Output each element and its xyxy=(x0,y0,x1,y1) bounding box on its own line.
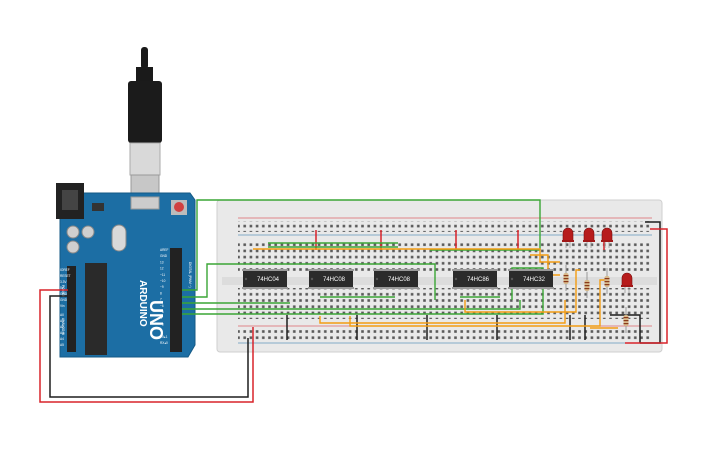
pin-label: AREF xyxy=(160,248,169,252)
pin-label: A3 xyxy=(60,331,64,335)
led-led1[interactable] xyxy=(562,227,574,248)
pin-label: 7 xyxy=(160,298,162,302)
resistors xyxy=(563,265,629,333)
chip-label: 74HC86 xyxy=(467,277,490,283)
led-led3[interactable] xyxy=(601,227,613,248)
resistor-r4[interactable] xyxy=(623,307,629,333)
pin-label: GND xyxy=(160,254,168,258)
board-model: UNO xyxy=(146,300,166,340)
pin-label: ~9 xyxy=(160,285,164,289)
pin-label: Vin xyxy=(60,304,65,308)
pin-label: GND xyxy=(60,292,68,296)
pin-label: ~3 xyxy=(160,322,164,326)
usb-cable xyxy=(128,47,162,198)
chip-u5[interactable]: 74HC32 xyxy=(508,269,554,289)
chip-u1[interactable]: 74HC04 xyxy=(242,269,288,289)
pin-label: A0 xyxy=(60,313,64,317)
pin-label: IOREF xyxy=(60,268,70,272)
usb-port xyxy=(130,196,160,210)
resistor-r2[interactable] xyxy=(584,272,590,298)
resistor-r1[interactable] xyxy=(563,265,569,291)
led-led4[interactable] xyxy=(621,272,633,293)
pin-label: TX▸1 xyxy=(160,335,168,339)
digital-header-label: DIGITAL (PWM ~) xyxy=(188,262,192,288)
chip-u2[interactable]: 74HC08 xyxy=(308,269,354,289)
atmega-chip xyxy=(85,263,107,355)
pin-label: 4 xyxy=(160,316,162,320)
power-pin-labels: IOREF RESET 3.3V 5V GND GND Vin xyxy=(60,268,71,308)
analog-header-label: ANALOG IN xyxy=(61,318,65,336)
chip-label: 74HC32 xyxy=(523,277,546,283)
power-header-label: POWER xyxy=(61,285,65,298)
pin-label: 8 xyxy=(160,291,162,295)
pin-label: A2 xyxy=(60,325,64,329)
pin-label: RESET xyxy=(60,274,71,278)
pin-label: ~10 xyxy=(160,279,166,283)
pin-label: 12 xyxy=(160,267,164,271)
chip-label: 74HC08 xyxy=(323,277,346,283)
pin-label: 2 xyxy=(160,329,162,333)
pin-label: 3.3V xyxy=(60,280,67,284)
pin-label: ~11 xyxy=(160,273,165,277)
orange-wires xyxy=(253,248,618,329)
chip-u3[interactable]: 74HC08 xyxy=(373,269,419,289)
chip-label: 74HC04 xyxy=(257,277,280,283)
pin-label: A1 xyxy=(60,319,64,323)
pin-label: A5 xyxy=(60,343,64,347)
red-wires xyxy=(39,228,668,403)
pin-label: ~6 xyxy=(160,304,164,308)
digital-header xyxy=(170,248,182,352)
pin-label: RX◂0 xyxy=(160,341,168,345)
chip-label: 74HC08 xyxy=(388,277,411,283)
logic-chips: 74HC04 74HC08 74HC08 74HC86 74HC32 xyxy=(242,269,554,289)
pin-label: 13 xyxy=(160,260,164,264)
leds xyxy=(562,227,633,293)
pin-label: 5V xyxy=(60,286,65,290)
power-header xyxy=(67,266,76,352)
digital-pin-labels: AREF GND 13 12 ~11 ~10 ~9 8 7 ~6 ~5 4 ~3 2TX▸1RX◂0 xyxy=(160,248,169,345)
arduino-board: ARDUINO UNO AREF GND 13 12 ~11 ~10 ~9 8 7 ~6 ~5 4 ~3… xyxy=(56,183,196,358)
pin-label: ~5 xyxy=(160,310,164,314)
pin-label: A4 xyxy=(60,337,64,341)
reset-button[interactable] xyxy=(174,202,184,212)
resistor-r3[interactable] xyxy=(604,268,610,294)
led-led2[interactable] xyxy=(583,227,595,248)
chip-u4[interactable]: 74HC86 xyxy=(452,269,498,289)
pin-label: GND xyxy=(60,298,68,302)
board-brand: ARDUINO xyxy=(137,280,148,327)
